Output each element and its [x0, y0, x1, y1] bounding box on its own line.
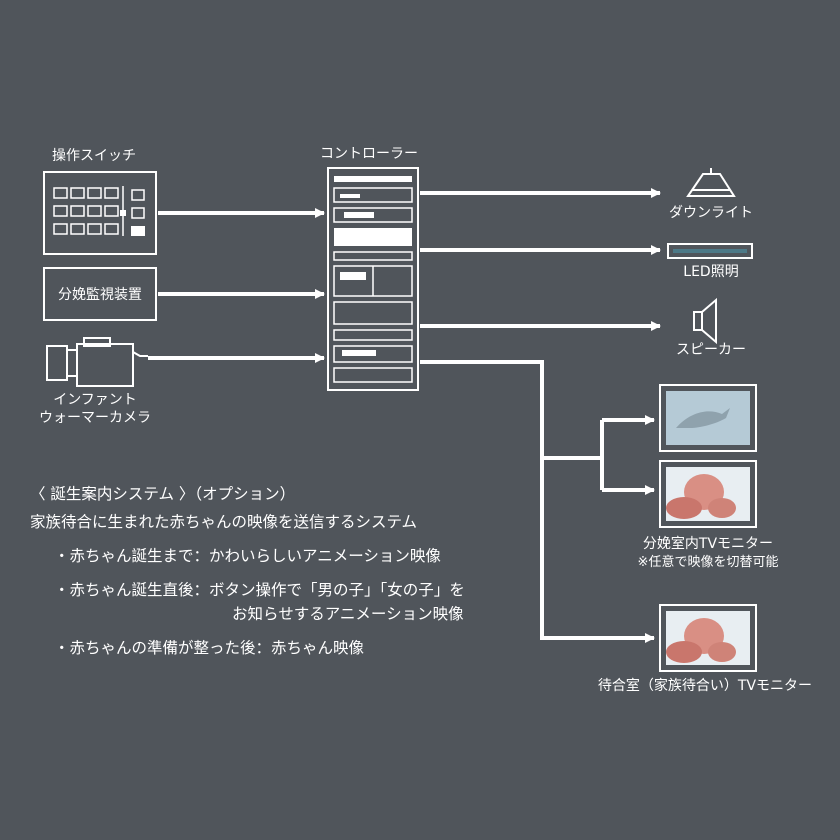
system-line-3: ・赤ちゃんの準備が整った後：赤ちゃん映像: [54, 639, 365, 657]
camera-label-line1: インファント: [53, 392, 137, 408]
system-title: 〈 誕生案内システム 〉（オプション）: [30, 485, 296, 503]
camera-label-line2: ウォーマーカメラ: [39, 410, 151, 426]
output-connectors: [420, 188, 661, 643]
input-connectors: [148, 208, 325, 363]
speaker-label: スピーカー: [676, 342, 746, 358]
monitoring-box: [43, 267, 157, 321]
led-bar-icon: [667, 243, 753, 259]
camera-icon: [46, 337, 148, 387]
downlight-label: ダウンライト: [669, 205, 753, 221]
controller-label: コントローラー: [320, 146, 418, 162]
monitoring-label: 分娩監視装置: [58, 287, 142, 303]
switch-label: 操作スイッチ: [52, 148, 136, 164]
system-line-2b: お知らせするアニメーション映像: [232, 605, 464, 623]
led-label: LED照明: [683, 264, 739, 280]
delivery-tv-note: ※任意で映像を切替可能: [637, 555, 779, 570]
rack-icon: [327, 167, 419, 391]
waiting-tv-label: 待合室（家族待合い）TVモニター: [597, 678, 813, 694]
system-line-1: ・赤ちゃん誕生まで：かわいらしいアニメーション映像: [54, 547, 441, 565]
control-panel-icon: [43, 171, 157, 255]
system-line-2a: ・赤ちゃん誕生直後：ボタン操作で「男の子」「女の子」を: [54, 581, 465, 599]
speaker-icon: [693, 297, 717, 345]
system-subtitle: 家族待合に生まれた赤ちゃんの映像を送信するシステム: [30, 513, 418, 531]
tv-icon: [659, 384, 757, 672]
downlight-icon: [686, 168, 736, 197]
delivery-tv-label: 分娩室内TVモニター: [642, 536, 774, 552]
